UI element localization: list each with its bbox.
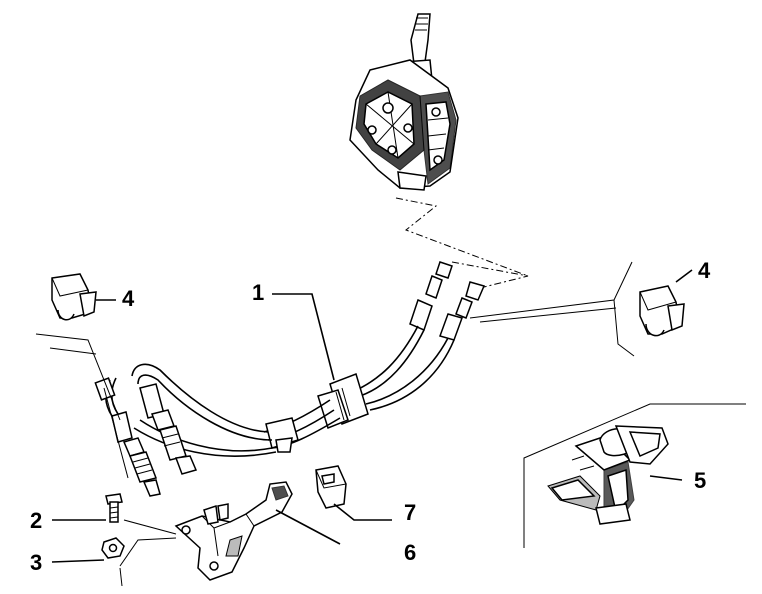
callout-leader-1 xyxy=(272,293,335,381)
callout-leader-7 xyxy=(333,503,392,521)
clip-left-bracket xyxy=(49,347,97,355)
callout-7: 7 xyxy=(404,500,416,525)
cable-support-bracket xyxy=(523,403,746,548)
clip-left xyxy=(51,273,97,321)
callout-2: 2 xyxy=(30,508,42,533)
fastener-guide xyxy=(119,519,177,587)
clip-left-guide xyxy=(35,333,129,479)
lever-bracket xyxy=(174,481,293,581)
clip-right xyxy=(639,285,685,337)
clip-right-bracket xyxy=(469,261,635,357)
callout-leader-4b xyxy=(675,269,693,283)
callout-4-right: 4 xyxy=(698,258,711,283)
small-clip xyxy=(315,465,347,509)
nut xyxy=(101,537,125,559)
gear-cable-assembly xyxy=(94,261,486,497)
bolt xyxy=(105,493,123,523)
callout-6: 6 xyxy=(404,540,416,565)
callout-leader-3 xyxy=(51,559,105,563)
callout-5: 5 xyxy=(694,468,706,493)
callout-3: 3 xyxy=(30,550,42,575)
callout-1: 1 xyxy=(252,280,264,305)
callout-4-left: 4 xyxy=(122,286,135,311)
gear-lever-housing xyxy=(349,13,459,191)
callout-leader-6 xyxy=(275,509,341,545)
callout-leader-5 xyxy=(649,475,683,481)
